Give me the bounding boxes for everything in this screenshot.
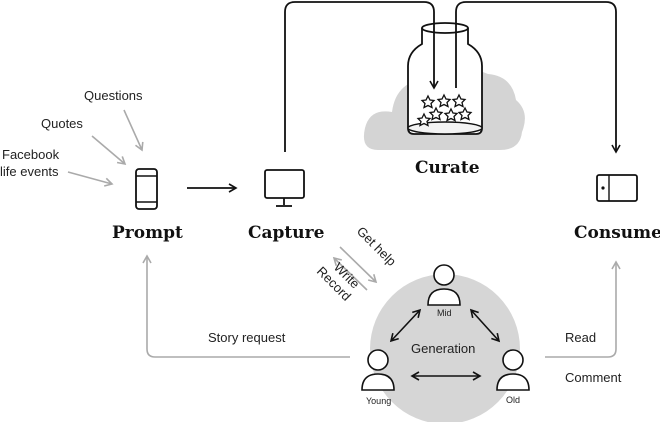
arrow-quotes	[91, 135, 127, 166]
arrow-facebook	[67, 171, 114, 187]
arrow-get-help	[339, 246, 378, 284]
stage-consume-label: Consume	[574, 223, 660, 243]
jar-icon	[407, 22, 483, 135]
generation-title: Generation	[411, 341, 475, 356]
stage-capture-label: Capture	[248, 223, 325, 243]
generation-young-label: Young	[366, 396, 391, 406]
flow-get-help-label: Get help	[354, 224, 399, 269]
input-quotes-label: Quotes	[41, 116, 83, 131]
arrow-story-request	[142, 254, 350, 358]
generation-mid-label: Mid	[437, 308, 452, 318]
arrow-mid-old	[469, 308, 501, 343]
arrow-read-comment	[545, 260, 621, 358]
arrow-capture-to-curate	[284, 1, 439, 152]
arrow-curate-to-consume	[455, 1, 621, 154]
stage-curate-label: Curate	[415, 158, 480, 178]
monitor-icon	[264, 169, 305, 207]
flow-comment-label: Comment	[565, 370, 622, 385]
stage-prompt-label: Prompt	[112, 223, 183, 243]
person-old-icon	[496, 349, 530, 391]
input-facebook-label-2: life events	[0, 164, 59, 179]
stars-icon	[416, 93, 473, 127]
flow-story-request-label: Story request	[208, 330, 286, 345]
input-facebook-label-1: Facebook	[2, 147, 60, 162]
person-young-icon	[361, 349, 395, 391]
input-questions-label: Questions	[84, 88, 143, 103]
flow-read-label: Read	[565, 330, 596, 345]
arrow-mid-young	[389, 308, 422, 343]
tablet-icon	[596, 174, 638, 202]
arrow-write-record	[332, 256, 368, 291]
person-mid-icon	[427, 264, 461, 306]
generation-old-label: Old	[506, 395, 520, 405]
phone-icon	[135, 168, 158, 210]
arrow-questions	[123, 109, 144, 152]
